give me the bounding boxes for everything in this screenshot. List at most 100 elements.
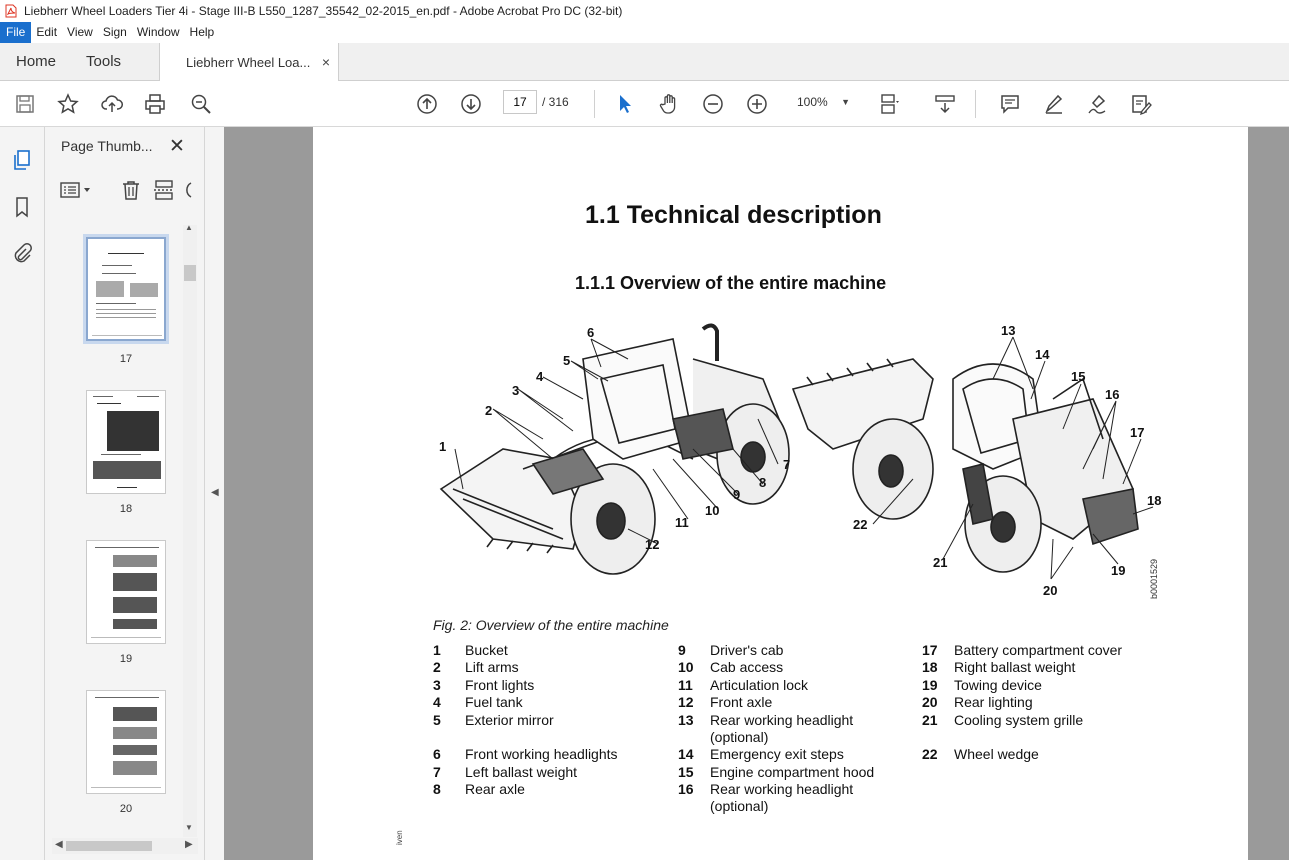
fill-sign-icon[interactable] <box>1128 91 1154 117</box>
menu-view[interactable]: View <box>67 25 93 39</box>
menu-window[interactable]: Window <box>136 25 180 39</box>
page-down-icon[interactable] <box>458 91 484 117</box>
zoom-in-icon[interactable] <box>744 91 770 117</box>
thumbnail-scrollbar[interactable]: ▲ ▼ <box>183 223 197 837</box>
bookmarks-icon[interactable] <box>10 194 34 220</box>
scroll-mode-icon[interactable] <box>932 91 958 117</box>
scroll-left-icon[interactable]: ◀ <box>55 839 63 850</box>
page-up-icon[interactable] <box>414 91 440 117</box>
callout-7: 7 <box>783 457 790 472</box>
tab-tools[interactable]: Tools <box>86 53 122 70</box>
page-total: / 316 <box>542 95 569 109</box>
zoom-select[interactable]: 100% ▼ <box>788 91 856 113</box>
callout-8: 8 <box>759 475 766 490</box>
thumbnail-page-19[interactable] <box>86 540 166 644</box>
callout-19: 19 <box>1111 563 1125 578</box>
scroll-down-icon[interactable]: ▼ <box>185 823 193 832</box>
thumbnail-page-17[interactable] <box>86 237 166 341</box>
menu-file[interactable]: File <box>0 22 32 43</box>
callout-14: 14 <box>1035 347 1050 362</box>
panel-toolbar <box>45 175 195 205</box>
attachments-icon[interactable] <box>10 240 34 266</box>
callout-15: 15 <box>1071 369 1085 384</box>
document-viewport[interactable]: 1.1 Technical description 1.1.1 Overview… <box>224 127 1289 860</box>
page-footer-text: iven <box>395 830 404 845</box>
comment-icon[interactable] <box>997 91 1023 117</box>
thumbnail-label: 17 <box>119 353 133 365</box>
callout-22: 22 <box>853 517 867 532</box>
subsection-heading: 1.1.1 Overview of the entire machine <box>575 273 887 293</box>
scrollbar-thumb[interactable] <box>184 265 196 281</box>
scroll-right-icon[interactable]: ▶ <box>185 839 193 850</box>
callout-11: 11 <box>675 515 689 530</box>
callout-21: 21 <box>933 555 947 570</box>
section-heading: 1.1 Technical description <box>585 201 882 229</box>
menu-help[interactable]: Help <box>189 25 215 39</box>
hscrollbar-thumb[interactable] <box>66 841 152 851</box>
front-loader-drawing <box>439 323 790 575</box>
upload-icon[interactable] <box>99 91 125 117</box>
window-title: Liebherr Wheel Loaders Tier 4i - Stage I… <box>24 4 623 18</box>
callout-2: 2 <box>485 403 492 418</box>
thumbnail-label: 19 <box>119 653 133 665</box>
callout-9: 9 <box>733 487 740 502</box>
navigation-rail <box>0 127 45 860</box>
bookmark-star-icon[interactable] <box>55 91 81 117</box>
callout-leaders <box>454 336 1154 580</box>
figure-caption: Fig. 2: Overview of the entire machine <box>433 617 669 633</box>
thumbnail-list: 17 18 19 <box>45 225 183 837</box>
tab-document-label: Liebherr Wheel Loa... <box>186 54 311 70</box>
callout-10: 10 <box>705 503 719 518</box>
delete-page-icon[interactable] <box>120 178 142 202</box>
sign-icon[interactable] <box>1085 91 1111 117</box>
callout-4: 4 <box>536 369 544 384</box>
page-number-input[interactable] <box>503 90 537 114</box>
callout-17: 17 <box>1130 425 1144 440</box>
tab-bar: Home Tools Liebherr Wheel Loa... × <box>0 43 1289 81</box>
tab-close-icon[interactable]: × <box>321 54 331 70</box>
thumbnail-hscrollbar[interactable]: ◀ ▶ <box>52 838 198 854</box>
save-icon[interactable] <box>12 91 38 117</box>
panel-title: Page Thumb... <box>61 138 153 154</box>
collapse-panel-icon[interactable]: ◀ <box>211 487 219 498</box>
callout-6: 6 <box>587 325 594 340</box>
select-arrow-icon[interactable] <box>612 91 638 117</box>
callout-16: 16 <box>1105 387 1119 402</box>
toolbar-separator <box>594 90 595 118</box>
thumbnail-page-18[interactable] <box>86 390 166 494</box>
page-thumbnails-icon[interactable] <box>10 147 34 173</box>
acrobat-icon <box>5 4 17 18</box>
toolbar-separator <box>975 90 976 118</box>
tab-document[interactable]: Liebherr Wheel Loa... × <box>159 43 340 81</box>
pdf-page: 1.1 Technical description 1.1.1 Overview… <box>313 127 1248 860</box>
tab-home[interactable]: Home <box>16 53 57 70</box>
close-icon[interactable]: ✕ <box>169 136 185 157</box>
thumbnail-options-icon[interactable] <box>60 178 94 202</box>
toolbar <box>0 81 1289 127</box>
callout-3: 3 <box>512 383 519 398</box>
callout-labels: 6 5 4 3 2 1 7 8 9 10 11 12 13 14 15 16 1… <box>439 323 1161 599</box>
fit-page-icon[interactable] <box>876 91 902 117</box>
zoom-value: 100% <box>797 95 828 109</box>
menu-sign[interactable]: Sign <box>102 25 127 39</box>
rotate-page-icon[interactable] <box>185 178 195 202</box>
callout-5: 5 <box>563 353 570 368</box>
chevron-down-icon: ▼ <box>841 97 850 107</box>
panel-splitter[interactable]: ◀ <box>205 127 224 860</box>
figure-code: b0001529 <box>1149 559 1159 599</box>
callout-12: 12 <box>645 537 659 552</box>
insert-page-icon[interactable] <box>153 178 175 202</box>
search-zoom-icon[interactable] <box>188 91 214 117</box>
zoom-out-icon[interactable] <box>700 91 726 117</box>
machine-overview-figure: 6 5 4 3 2 1 7 8 9 10 11 12 13 14 15 16 1… <box>439 323 1161 599</box>
hand-icon[interactable] <box>656 91 682 117</box>
thumbnail-page-20[interactable] <box>86 690 166 794</box>
menu-edit[interactable]: Edit <box>36 25 58 39</box>
scroll-up-icon[interactable]: ▲ <box>185 223 193 232</box>
rear-loader-drawing <box>791 358 1139 573</box>
print-icon[interactable] <box>142 91 168 117</box>
thumbnail-label: 20 <box>119 803 133 815</box>
highlight-icon[interactable] <box>1041 91 1067 117</box>
callout-20: 20 <box>1043 583 1057 598</box>
callout-18: 18 <box>1147 493 1161 508</box>
